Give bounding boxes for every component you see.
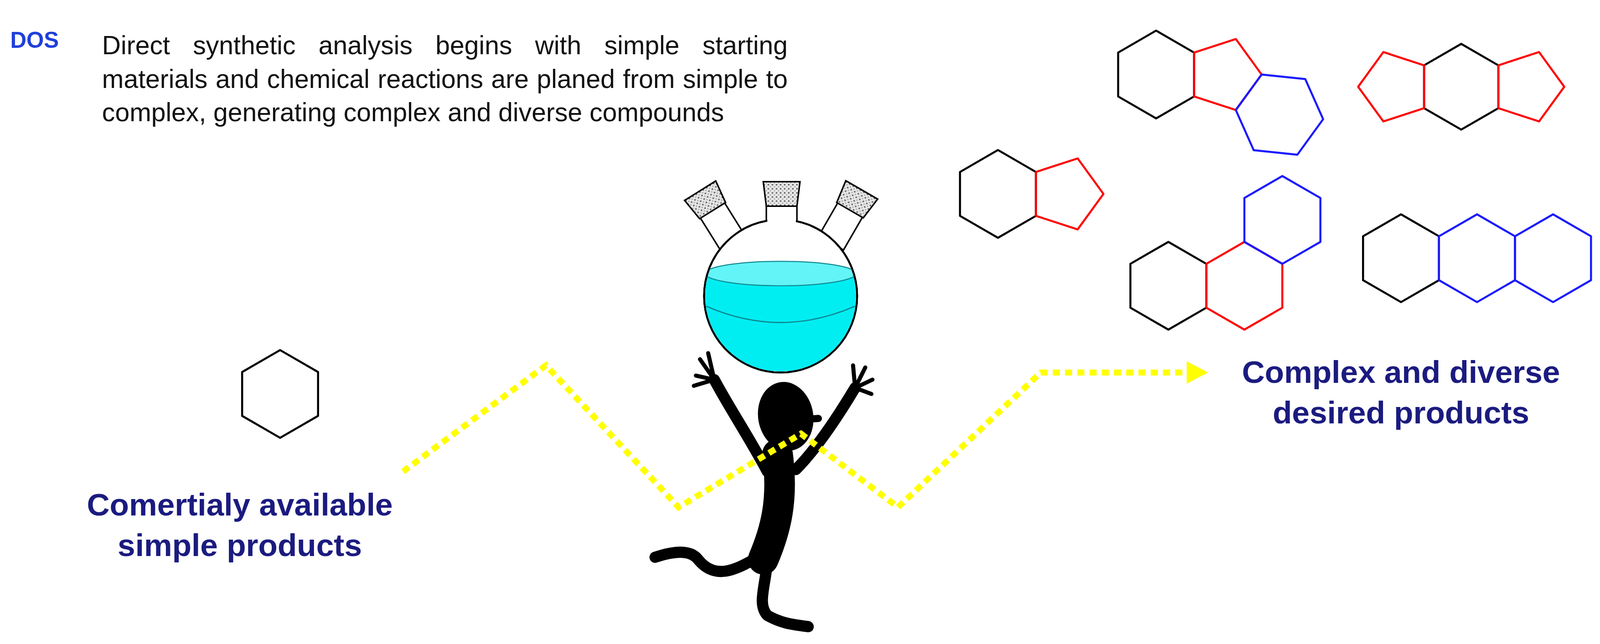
three-neck-flask [684, 180, 878, 386]
hexagon-ring [1515, 214, 1592, 303]
molecule-group [960, 30, 1591, 330]
start-label: Comertialy available simple products [51, 485, 429, 567]
pentagon-ring [1498, 51, 1565, 122]
hexagon-ring [1424, 43, 1499, 130]
hexagon-ring [1206, 242, 1283, 331]
hexagon-ring [1362, 214, 1440, 303]
pentagon-ring [1357, 51, 1425, 122]
description-text: Direct synthetic analysis begins with si… [102, 28, 788, 130]
hexagon-ring [1235, 74, 1324, 155]
hexagon-ring [1130, 242, 1207, 331]
hexagon-ring [1118, 30, 1195, 119]
stick-figure [655, 353, 873, 627]
pentagon-ring [1193, 39, 1262, 111]
hexagon-ring [1439, 214, 1516, 303]
hexagon-ring [242, 350, 319, 439]
pentagon-ring [1036, 158, 1104, 230]
hexagon-ring [1244, 175, 1321, 264]
end-label: Complex and diverse desired products [1212, 352, 1590, 434]
hexagon-ring [960, 149, 1037, 238]
progress-path [402, 361, 1208, 508]
heading: DOS [10, 27, 92, 54]
